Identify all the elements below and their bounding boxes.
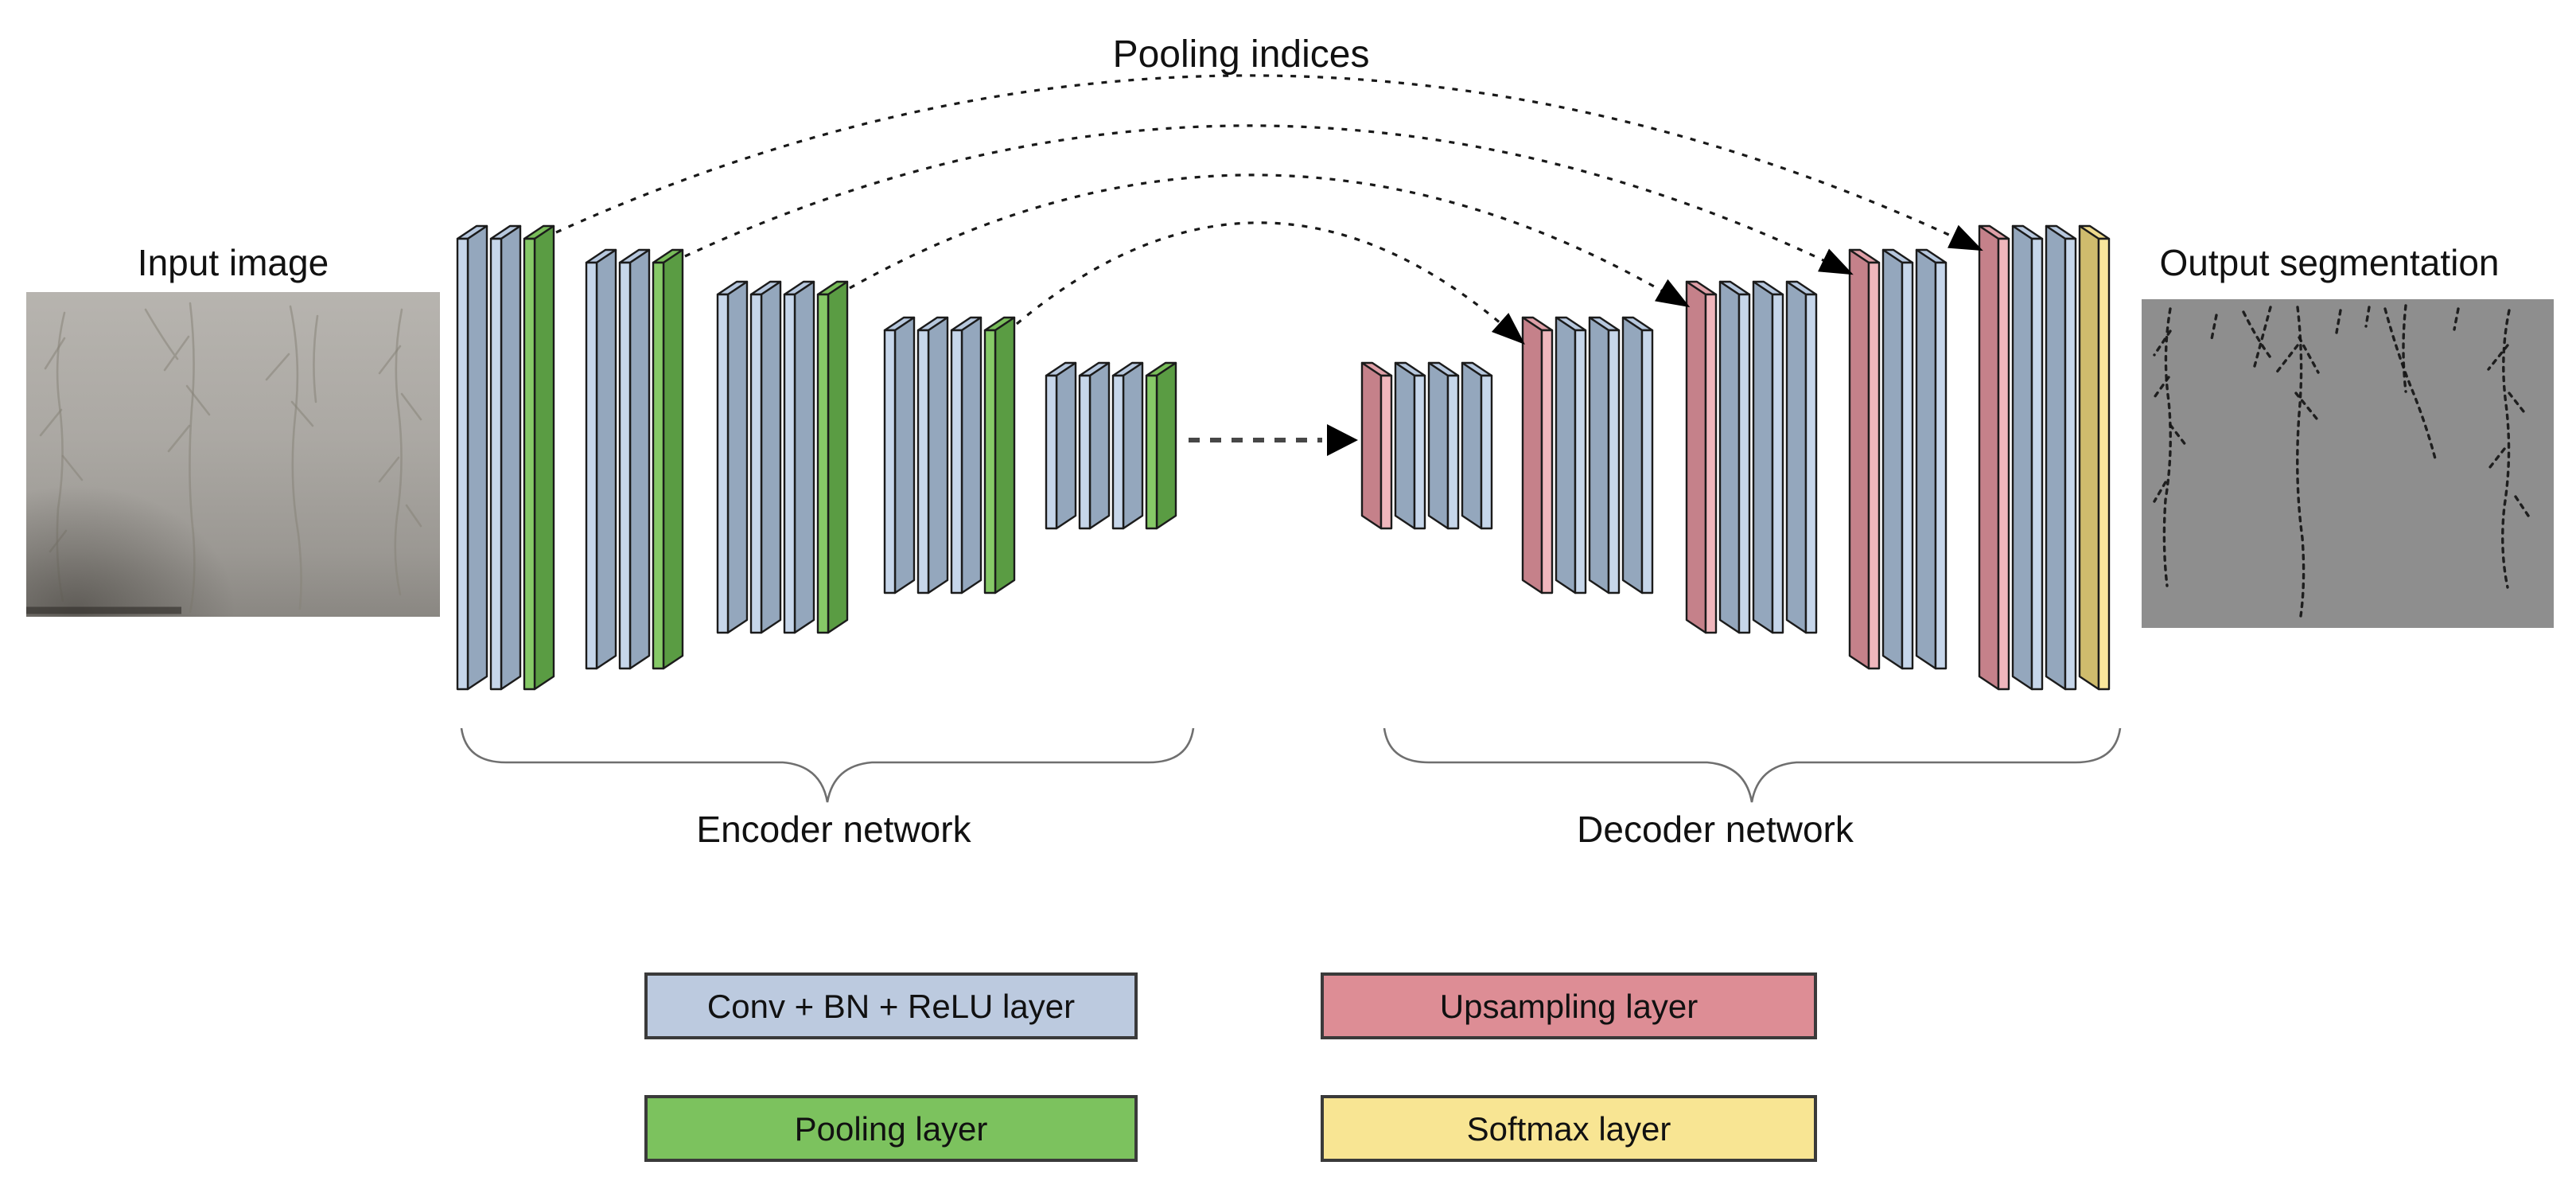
output-segmentation-marks [2151,304,2530,618]
arrowhead-icon [1655,279,1691,308]
pool-layer-slab [816,280,849,634]
encoder-network-label: Encoder network [696,809,971,850]
conv-layer-slab [1394,361,1426,530]
connection-arrows [555,74,1983,456]
segmentation-stroke [2485,344,2530,517]
input-image [26,292,440,617]
pool-layer-slab [523,224,555,691]
conv-layer-slab [883,316,916,594]
segmentation-stroke [2210,306,2460,341]
pooling-indices-arc-1 [555,74,1983,251]
encoder-group-5 [1045,361,1177,530]
bottleneck-arrow [1189,424,1358,456]
legend-swatch-upsample [1321,972,1817,1039]
pooling-indices-arc-3 [849,173,1691,308]
network-braces [460,727,2122,803]
conv-layer-slab [950,316,983,594]
conv-layer-slab [618,248,651,670]
conv-layer-slab [1427,361,1460,530]
arrowhead-icon [1948,224,1983,251]
decoder-group-1 [1360,361,1493,530]
upsample-layer-slab [1685,280,1718,634]
encoder-group-3 [716,280,849,634]
pool-layer-slab [1145,361,1177,530]
conv-layer-slab [749,280,782,634]
legend-swatch-conv [644,972,1138,1039]
encoder-group-1 [456,224,555,691]
legend-label-conv: Conv + BN + ReLU layer [707,988,1075,1025]
conv-layer-slab [716,280,749,634]
legend-swatch-pool [644,1095,1138,1162]
decoder-group-2 [1521,316,1654,594]
encoder-group-4 [883,316,1016,594]
segmentation-stroke [2296,306,2306,618]
pool-layer-slab [983,316,1016,594]
legend-label-upsample: Upsampling layer [1440,988,1698,1025]
upsample-layer-slab [1360,361,1393,530]
conv-layer-slab [783,280,815,634]
legend: Conv + BN + ReLU layer Pooling layer Ups… [644,972,1817,1162]
segmentation-stroke [2501,309,2511,589]
legend-item-upsample: Upsampling layer [1321,972,1817,1039]
conv-layer-slab [1461,361,1493,530]
legend-item-pool: Pooling layer [644,1095,1138,1162]
arrowhead-icon [1491,313,1525,345]
decoder-group-5 [1978,224,2111,691]
conv-layer-slab [1785,280,1818,634]
arrowhead-icon [1327,424,1358,456]
decoder-layer-stack [1360,224,2111,691]
conv-layer-slab [456,224,488,691]
pooling-indices-arc-2 [684,124,1854,275]
decoder-group-3 [1685,280,1818,634]
conv-layer-slab [1078,361,1111,530]
encoder-brace [460,727,1195,803]
input-image-label: Input image [138,242,329,283]
segmentation-stroke [2383,307,2438,463]
legend-label-pool: Pooling layer [795,1110,988,1148]
segmentation-stroke [2162,307,2172,587]
output-image-panel: Output segmentation [2142,242,2554,628]
legend-label-softmax: Softmax layer [1467,1110,1671,1148]
pooling-indices-arc-4 [1015,221,1525,345]
pool-layer-slab [652,248,684,670]
conv-layer-slab [1045,361,1077,530]
decoder-group-4 [1848,248,1948,670]
conv-layer-slab [1881,248,1914,670]
segmentation-stroke [2151,329,2188,503]
input-photo-vignette [26,292,440,617]
conv-layer-slab [1555,316,1587,594]
conv-layer-slab [1915,248,1948,670]
decoder-network-label: Decoder network [1577,809,1854,850]
conv-layer-slab [2011,224,2044,691]
conv-layer-slab [1111,361,1144,530]
upsample-layer-slab [1848,248,1881,670]
arrowhead-icon [1818,248,1854,275]
conv-layer-slab [2045,224,2077,691]
conv-layer-slab [1752,280,1784,634]
segmentation-stroke [2402,304,2407,393]
conv-layer-slab [1718,280,1751,634]
upsample-layer-slab [1978,224,2010,691]
output-segmentation-background [2142,299,2554,628]
conv-layer-slab [585,248,617,670]
legend-swatch-softmax [1321,1095,1817,1162]
conv-layer-slab [1621,316,1654,594]
softmax-layer-slab [2078,224,2111,691]
encoder-layer-stack [456,224,1177,691]
conv-layer-slab [916,316,949,594]
pooling-indices-title: Pooling indices [1113,33,1370,76]
upsample-layer-slab [1521,316,1554,594]
output-image [2142,299,2554,628]
input-image-panel: Input image [26,242,440,617]
encoder-group-2 [585,248,684,670]
segmentation-stroke [2242,306,2274,368]
conv-layer-slab [489,224,522,691]
decoder-brace [1383,727,2122,803]
output-image-label: Output segmentation [2159,242,2499,283]
segmentation-stroke [2274,336,2320,420]
conv-layer-slab [1588,316,1621,594]
legend-item-softmax: Softmax layer [1321,1095,1817,1162]
legend-item-conv: Conv + BN + ReLU layer [644,972,1138,1039]
